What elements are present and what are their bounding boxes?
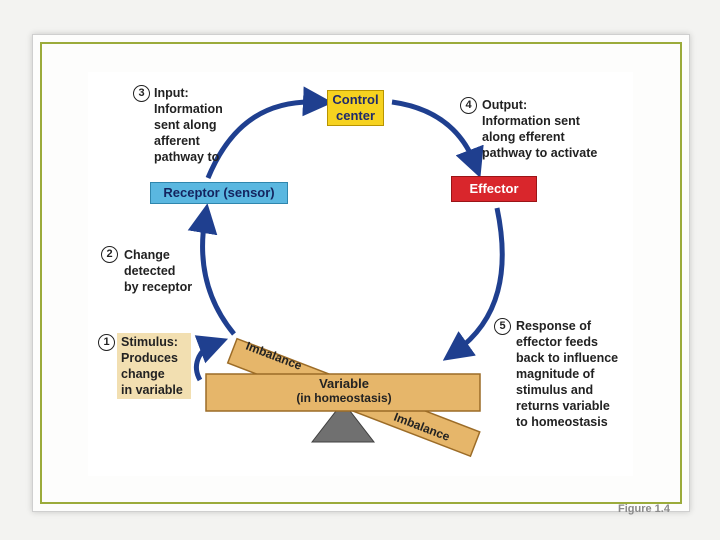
figure-label: Figure 1.4 — [618, 503, 670, 515]
step-1-text: Stimulus: Produces change in variable — [121, 335, 183, 397]
control-center-box: Control center — [327, 90, 384, 126]
variable-title: Variable — [319, 376, 369, 391]
step-4-number: 4 — [460, 97, 477, 114]
arrow-receptor-to-control — [205, 86, 333, 179]
control-center-label: Control center — [332, 92, 379, 123]
seesaw-fulcrum — [310, 401, 376, 443]
arrow-effector-to-variable — [442, 207, 505, 361]
arrow-stimulus — [194, 335, 229, 382]
effector-box: Effector — [451, 176, 537, 202]
slide-inner-border — [40, 42, 682, 504]
receptor-label: Receptor (sensor) — [163, 185, 275, 200]
step-2-text: Change detected by receptor — [124, 248, 193, 294]
step-4-text: Output: Information sent along efferent … — [482, 98, 598, 160]
effector-label: Effector — [469, 181, 519, 196]
variable-board — [205, 373, 481, 412]
stimulus-highlight — [117, 333, 191, 399]
step-3-text: Input: Information sent along afferent p… — [154, 86, 223, 164]
receptor-box: Receptor (sensor) — [150, 182, 288, 204]
arrow-control-to-effector — [391, 99, 484, 179]
step-1-number: 1 — [98, 334, 115, 351]
step-5-text: Response of effector feeds back to influ… — [516, 319, 619, 429]
step-3-number: 3 — [133, 85, 150, 102]
arrow-variable-to-receptor — [187, 203, 236, 336]
variable-subtitle: (in homeostasis) — [296, 391, 391, 405]
step-2-number: 2 — [101, 246, 118, 263]
step-5-number: 5 — [494, 318, 511, 335]
